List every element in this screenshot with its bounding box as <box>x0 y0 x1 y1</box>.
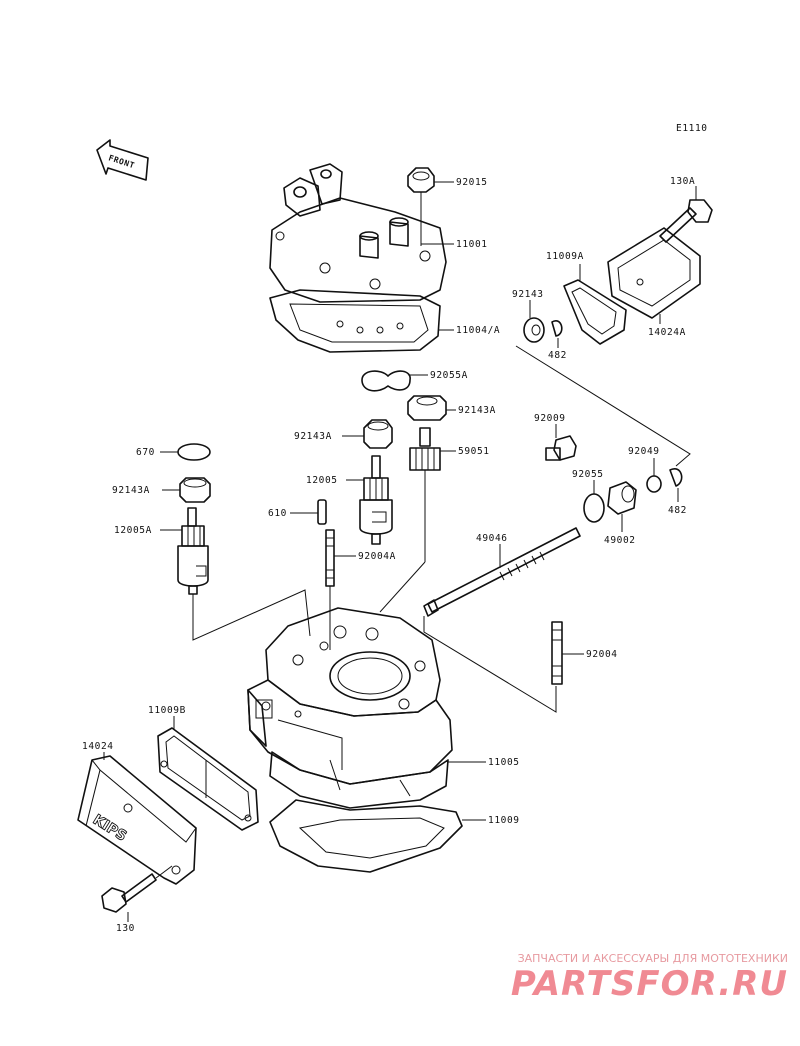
label-49046: 49046 <box>476 533 508 544</box>
oring-92055a <box>361 370 411 392</box>
label-92004: 92004 <box>586 649 618 660</box>
stud-92004a <box>325 529 335 587</box>
bolt-130a <box>659 199 713 243</box>
label-92049: 92049 <box>628 446 660 457</box>
shaft-12005a <box>177 507 209 595</box>
gasket-11009b <box>157 727 259 831</box>
label-92143a-2: 92143A <box>294 431 332 442</box>
label-11009: 11009 <box>488 815 520 826</box>
cylinder-block <box>247 607 453 809</box>
label-92143: 92143 <box>512 289 544 300</box>
head-gasket <box>269 289 441 353</box>
label-482: 482 <box>548 350 567 361</box>
label-92055a: 92055A <box>430 370 468 381</box>
stud-92004 <box>551 621 563 685</box>
label-59051: 59051 <box>458 446 490 457</box>
label-12005a: 12005A <box>114 525 152 536</box>
clip-482 <box>551 320 563 337</box>
shaft-49046 <box>423 527 581 617</box>
label-92143a: 92143A <box>458 405 496 416</box>
nut-92143a <box>407 395 447 421</box>
bushing-92143a <box>363 419 393 449</box>
label-92009: 92009 <box>534 413 566 424</box>
label-49002: 49002 <box>604 535 636 546</box>
label-92004a: 92004A <box>358 551 396 562</box>
front-arrow-icon: FRONT <box>96 139 149 181</box>
bushing-92143a-left <box>179 477 211 503</box>
label-92143a-3: 92143A <box>112 485 150 496</box>
oring-92055 <box>583 493 605 523</box>
cover-14024a <box>607 227 701 319</box>
label-92015: 92015 <box>456 177 488 188</box>
gear-59051 <box>409 427 441 471</box>
label-610: 610 <box>268 508 287 519</box>
watermark-brand: PARTSFOR.RU <box>510 964 788 1004</box>
label-12005: 12005 <box>306 475 338 486</box>
label-14024a: 14024A <box>648 327 686 338</box>
seal-92049 <box>646 475 662 493</box>
clip-482-2 <box>669 468 683 487</box>
cylinder-head <box>269 163 447 303</box>
label-130a: 130A <box>670 176 695 187</box>
nut-92015 <box>407 167 435 193</box>
front-label: FRONT <box>107 153 136 170</box>
gasket-11009a <box>563 279 627 345</box>
watermark-tagline: ЗАПЧАСТИ И АКСЕССУАРЫ ДЛЯ МОТОТЕХНИКИ <box>517 952 788 965</box>
label-130: 130 <box>116 923 135 934</box>
shaft-12005 <box>359 455 393 545</box>
housing-49002 <box>607 481 637 515</box>
seal-92143 <box>523 317 545 343</box>
bolt-92009 <box>545 435 577 461</box>
pin-610 <box>317 499 327 525</box>
base-gasket-11009 <box>269 799 463 873</box>
label-11009b: 11009B <box>148 705 186 716</box>
label-11001: 11001 <box>456 239 488 250</box>
label-482-2: 482 <box>668 505 687 516</box>
label-11009a: 11009A <box>546 251 584 262</box>
label-14024: 14024 <box>82 741 114 752</box>
kips-logo: KIPS <box>90 812 129 845</box>
label-92055: 92055 <box>572 469 604 480</box>
label-670: 670 <box>136 447 155 458</box>
bolt-130 <box>101 873 157 913</box>
label-11005: 11005 <box>488 757 520 768</box>
oring-670 <box>177 443 211 461</box>
diagram-code: E1110 <box>676 123 708 134</box>
label-11004a: 11004/A <box>456 325 500 336</box>
